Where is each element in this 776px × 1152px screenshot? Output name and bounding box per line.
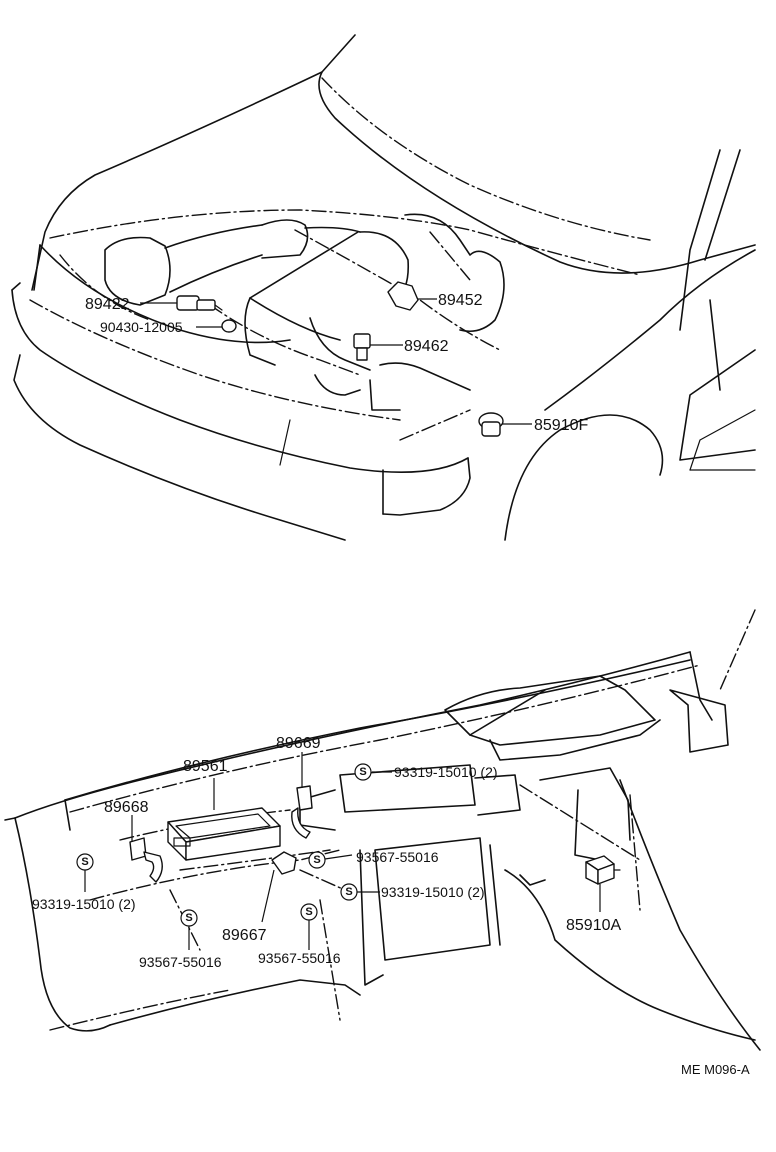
relay-85910a — [585, 855, 621, 885]
svg-text:S: S — [305, 906, 312, 918]
svg-text:S: S — [345, 886, 352, 898]
svg-text:S: S — [313, 854, 320, 866]
screw-marker: S — [340, 883, 358, 901]
bracket-89669 — [291, 785, 313, 839]
screw-marker: S — [180, 909, 198, 927]
dashboard-illustration: S S S S S S 89561 89669 89668 89667 8591… — [4, 609, 761, 1051]
part-label-89669: 89669 — [276, 735, 321, 752]
screw-marker: S — [300, 903, 318, 921]
svg-text:S: S — [81, 856, 88, 868]
screw-marker: S — [308, 851, 326, 869]
sensor-89452 — [387, 281, 419, 311]
part-label-89667: 89667 — [222, 927, 267, 944]
part-label-89561: 89561 — [183, 758, 228, 775]
screw-label-93567-55016-left: 93567-55016 — [139, 954, 222, 970]
part-label-85910a: 85910A — [566, 917, 621, 934]
screw-label-93319-15010-left: 93319-15010 (2) — [32, 896, 136, 912]
screw-label-93567-55016-right: 93567-55016 — [258, 950, 341, 966]
part-label-89462: 89462 — [404, 338, 449, 355]
screw-label-93567-55016-center: 93567-55016 — [356, 849, 439, 865]
svg-text:S: S — [359, 766, 366, 778]
gasket-90430 — [221, 319, 237, 333]
part-label-90430-12005: 90430-12005 — [100, 319, 183, 335]
ecu-89561 — [167, 807, 281, 861]
bracket-89667 — [271, 851, 297, 875]
svg-text:S: S — [185, 912, 192, 924]
part-label-89422: 89422 — [85, 296, 130, 313]
screw-marker: S — [354, 763, 372, 781]
part-label-85910f: 85910F — [534, 417, 588, 434]
part-label-89668: 89668 — [104, 799, 149, 816]
screw-label-93319-15010-center: 93319-15010 (2) — [381, 884, 485, 900]
bracket-89668 — [129, 837, 163, 883]
engine-bay-illustration: 89422 90430-12005 89452 89462 85910F — [11, 34, 756, 541]
sensor-89462 — [353, 333, 371, 361]
water-temp-sensor-89422 — [176, 295, 223, 311]
drawing-code: ME M096-A — [681, 1062, 750, 1077]
screw-marker: S — [76, 853, 94, 871]
switch-85910f — [478, 412, 504, 437]
screw-label-93319-15010-top: 93319-15010 (2) — [394, 764, 498, 780]
part-label-89452: 89452 — [438, 292, 483, 309]
